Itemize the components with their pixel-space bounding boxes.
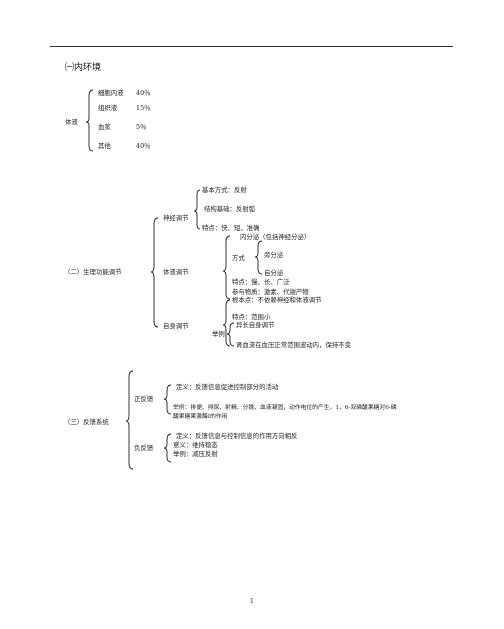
body-fluid-label: 体液: [65, 118, 78, 126]
bracket-humoral: [222, 235, 231, 300]
humoral-substances: 参与物质：激素、代谢产物: [232, 288, 309, 296]
bracket-positive: [163, 384, 172, 415]
section2-title: （二）生理功能调节: [64, 268, 122, 276]
auto-basic-point: 根本点：不依赖神经和体液调节: [232, 296, 322, 304]
auto-example-1: 异长自身调节: [236, 321, 275, 329]
humoral-autocrine: 自分泌: [264, 269, 284, 277]
positive-definition: 定义：反馈信息促进控制部分的活动: [176, 383, 279, 391]
item-name: 其他: [98, 142, 111, 150]
item-name: 血浆: [98, 123, 111, 131]
neural-label: 神经调节: [163, 214, 189, 222]
bracket-neural: [193, 189, 201, 230]
item-name: 细胞内液: [98, 89, 124, 97]
item-name: 组织液: [98, 104, 118, 112]
page-number: 1: [250, 598, 254, 605]
bracket-example: [226, 322, 235, 347]
negative-meaning: 意义：维持稳态: [173, 441, 218, 449]
humoral-features: 特点：慢、长、广泛: [232, 278, 290, 286]
auto-features: 特点：范围小: [232, 313, 271, 321]
auto-example-2: 肾血流在血压正常范围波动内，保持不变: [236, 341, 352, 349]
bracket-mode: [254, 240, 263, 275]
bracket-negative: [163, 433, 172, 463]
neural-structure: 结构基础：反射弧: [204, 205, 256, 213]
humoral-endocrine: 内分泌（包括神经分泌）: [240, 233, 311, 241]
header-rule: [50, 46, 453, 47]
positive-examples-line2: 酸果糖果激酶Ⅰ的作用: [173, 414, 228, 420]
bracket-body-fluid: [85, 89, 94, 152]
negative-label: 负反馈: [134, 444, 154, 452]
humoral-label: 体液调节: [163, 268, 189, 276]
item-value: 40％: [136, 142, 151, 150]
negative-definition: 定义：反馈信息与控制信息的作用方向相反: [176, 432, 298, 440]
humoral-mode: 方式: [232, 254, 245, 262]
humoral-paracrine: 旁分泌: [264, 251, 284, 259]
neural-features: 特点：快、短、准确: [202, 224, 260, 232]
auto-example: 举例: [212, 330, 225, 338]
section3-title: （三）反馈系统: [64, 418, 109, 426]
bracket-auto: [222, 299, 231, 347]
section1-title: ㈠内环境: [65, 63, 102, 73]
item-value: 5％: [136, 123, 147, 131]
auto-label: 自身调节: [163, 322, 189, 330]
item-value: 40％: [136, 89, 151, 97]
negative-example: 举例：减压反射: [173, 450, 218, 458]
item-value: 15％: [136, 104, 151, 112]
bracket-feedback: [125, 370, 134, 470]
neural-basic-mode: 基本方式：反射: [202, 186, 247, 194]
positive-label: 正反馈: [134, 395, 154, 403]
bracket-regulation: [150, 217, 159, 328]
positive-examples-line1: 举例：排便、排尿、射精、分娩、血液凝固，动作电位的产生，1，6-双磷酸果糖对6-…: [173, 405, 397, 411]
